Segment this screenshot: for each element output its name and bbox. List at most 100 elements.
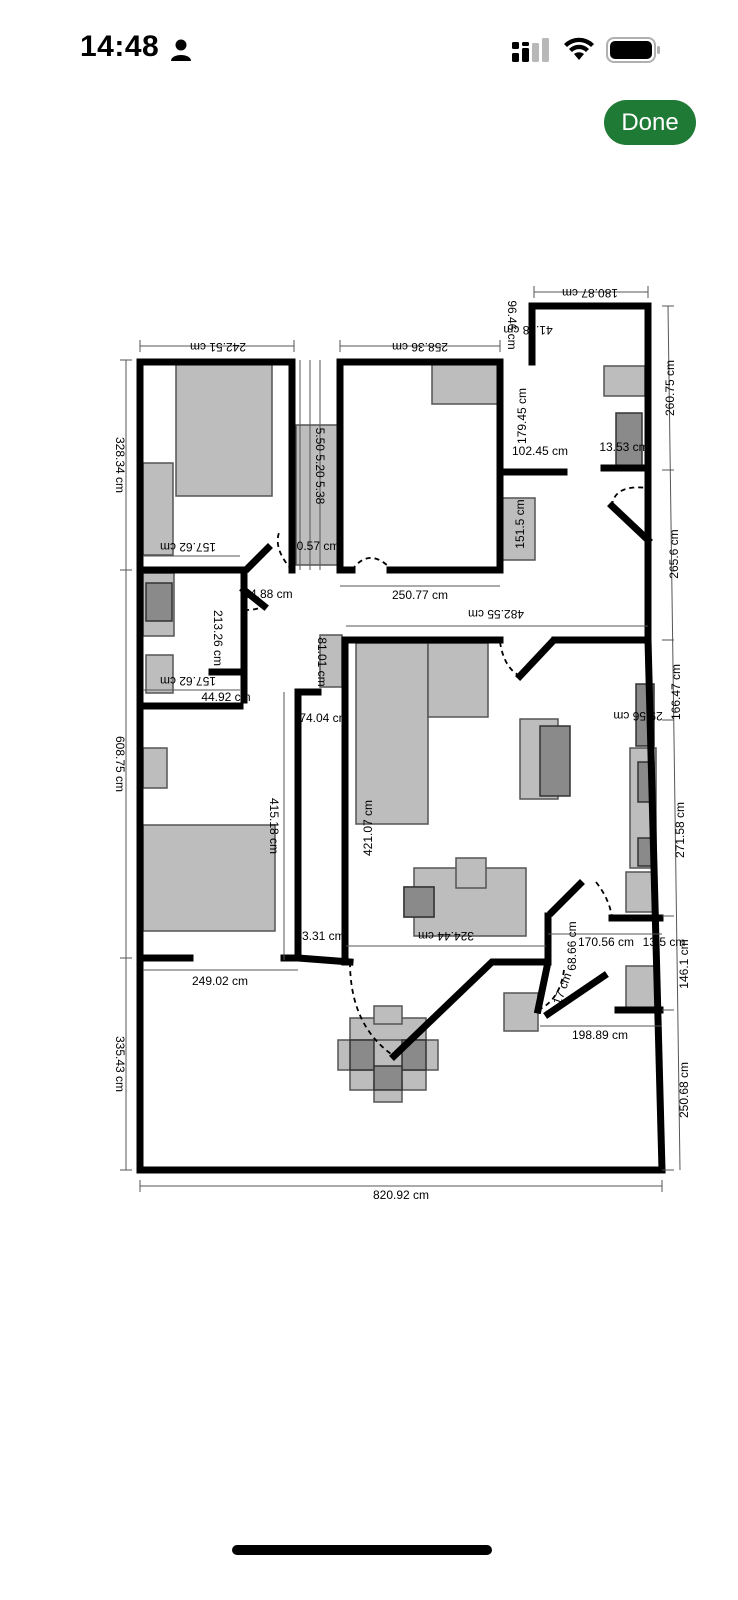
wifi-icon: [564, 37, 594, 60]
dim-bottom-249: 249.02 cm: [192, 974, 248, 988]
dim-line-closet: [143, 360, 321, 691]
dim-mid-421: 421.07 cm: [361, 800, 375, 856]
dim-left-335: 335.43 cm: [113, 1036, 127, 1092]
bed-top-left: [175, 361, 273, 497]
table-left: [142, 747, 168, 789]
dining-chair-dark: [403, 886, 435, 918]
dim-mid-482: 482.55 cm: [468, 607, 524, 621]
wall-bath-diag: [547, 879, 585, 917]
outdoor-chair-dark-3: [373, 1065, 403, 1091]
wall-closet-diag2: [239, 585, 269, 611]
dim-right-102: 102.45 cm: [512, 444, 568, 458]
dim-line-bottom: [139, 1180, 663, 1192]
wall-bath-diag-2: [543, 971, 609, 1019]
dim-line-top-right: [533, 286, 649, 298]
dim-bath-170: 170.56 cm: [578, 935, 634, 949]
battery-icon: [606, 37, 660, 63]
dim-right-166: 166.47 cm: [669, 664, 683, 720]
shelf-top-right: [603, 365, 646, 397]
appliance-left: [145, 582, 173, 622]
dim-closet-213: 213.26 cm: [211, 610, 225, 666]
dim-closet-34: 34.88 cm: [243, 587, 292, 601]
dim-top-left-width: 242.51 cm: [190, 340, 246, 354]
status-bar: 14:48: [0, 0, 738, 90]
dim-mid-74: 74.04 cm: [299, 711, 348, 725]
dim-line-mid: [340, 585, 648, 627]
desk-top-mid: [431, 361, 501, 405]
dim-right-250: 250.68 cm: [677, 1062, 691, 1118]
wall-top-mid: [336, 358, 504, 574]
cabinet-mid: [500, 497, 536, 561]
signal-icon: [512, 38, 549, 62]
dim-mid-415: 415.18 cm: [267, 798, 281, 854]
wall-bath: [533, 912, 552, 1015]
door-arc-2: [351, 557, 389, 571]
dim-closet-44: 44.92 cm: [201, 690, 250, 704]
dim-right-41: 41.38 cm: [503, 323, 552, 337]
closet-shelf: [295, 424, 339, 566]
dim-bottom-total: 820.92 cm: [373, 1188, 429, 1202]
dim-right-179: 179.45 cm: [515, 388, 529, 444]
hall-box: [503, 992, 539, 1032]
wall-closet-diag: [243, 543, 273, 573]
dimension-labels: 242.51 cm 258.36 cm 180.87 cm 96.46 cm 4…: [113, 286, 691, 1202]
dim-bath-198: 198.89 cm: [572, 1028, 628, 1042]
wall-top-left: [136, 358, 296, 574]
home-indicator[interactable]: [232, 1545, 492, 1555]
sofa-cushion: [539, 725, 571, 797]
dim-right-146: 146.1 cm: [677, 939, 691, 988]
dim-bath-13: 13.5 cm: [643, 935, 686, 949]
door-arc-1: [276, 529, 293, 571]
status-time: 14:48: [80, 30, 160, 63]
bed-left: [142, 824, 276, 932]
done-button[interactable]: Done: [604, 100, 696, 145]
dim-right-29: 29.56 cm: [613, 709, 662, 723]
dim-mid-33: 33.31 cm: [295, 929, 344, 943]
outdoor-chair-1: [373, 1005, 403, 1025]
dim-left-608: 608.75 cm: [113, 736, 127, 792]
walls: [136, 302, 666, 1174]
dim-line-kitchen: [283, 692, 546, 960]
door-arcs: [243, 486, 649, 1057]
dim-right-151: 151.5 cm: [513, 499, 527, 548]
dim-right-13: 13.53 cm: [599, 440, 648, 454]
dim-bath-68: 68.66 cm: [565, 921, 579, 970]
kitchen-counter-short: [427, 642, 489, 718]
dim-mid-250: 250.77 cm: [392, 588, 448, 602]
dim-closet-5x: 5.50 5.20 5.38: [313, 428, 327, 505]
wall-kitchen-diag: [515, 637, 557, 681]
dim-line-top-left: [139, 340, 295, 352]
dim-closet-057: 0.57 cm: [297, 539, 340, 553]
right-box-2: [625, 965, 659, 1009]
door-arc-4: [243, 605, 265, 611]
dim-right-260: 260.75 cm: [663, 360, 677, 416]
box-left: [145, 654, 174, 694]
wall-top-right-diag: [607, 501, 653, 545]
dim-mid-324: 324.44 cm: [418, 929, 474, 943]
wall-diag-living: [389, 958, 552, 1061]
dim-mid-81: 81.01 cm: [315, 637, 329, 686]
dim-right-96: 96.46 cm: [505, 300, 519, 349]
door-arc-8: [537, 969, 565, 1011]
dim-line-right: [662, 305, 681, 1171]
dim-top-mid-width: 258.36 cm: [392, 340, 448, 354]
person-icon: [171, 39, 191, 61]
dim-right-271: 271.58 cm: [673, 802, 687, 858]
dim-closet-157-top: 157.62 cm: [160, 540, 216, 554]
dim-line-bath: [540, 933, 662, 1027]
outdoor-chair-dark-1: [349, 1039, 375, 1071]
kitchen-counter-long: [355, 642, 429, 825]
dim-top-right-width: 180.87 cm: [562, 286, 618, 300]
appliance-top-right: [615, 412, 643, 470]
door-arc-3: [611, 486, 649, 507]
dining-chair-top: [455, 857, 487, 889]
door-arc-7: [595, 881, 613, 919]
wall-closet: [136, 566, 248, 704]
dim-line-left: [120, 359, 132, 1171]
door-arc-6: [349, 961, 395, 1057]
dim-left-328: 328.34 cm: [113, 437, 127, 493]
dimension-lines: [120, 286, 681, 1192]
wall-top-mid-left: [336, 358, 356, 574]
dim-closet-157-bot: 157.62 cm: [160, 674, 216, 688]
